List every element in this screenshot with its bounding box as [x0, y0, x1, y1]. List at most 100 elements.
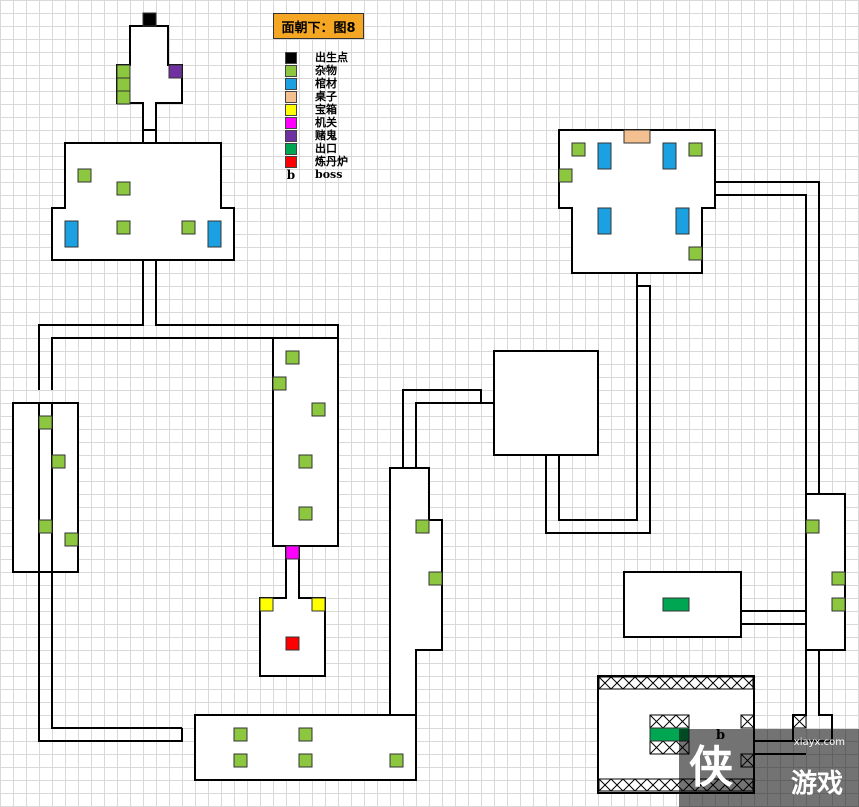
legend-swatch-spawn [285, 51, 297, 64]
barrier-cross [622, 676, 636, 690]
barrier-cross [682, 676, 696, 690]
marker-misc [558, 168, 573, 183]
barrier-cross [598, 778, 612, 792]
legend-item-spawn: 出生点 [285, 51, 348, 64]
marker-misc [428, 571, 443, 586]
barrier-cross [634, 676, 648, 690]
barrier-cross [694, 676, 708, 690]
bottom-hall-room [194, 714, 417, 781]
marker-misc [64, 532, 79, 547]
legend-swatch-switch [285, 116, 297, 129]
marker-misc [389, 753, 404, 768]
marker-misc [116, 220, 131, 235]
marker-furnace [285, 636, 300, 651]
legend-label-chest: 宝箱 [315, 103, 337, 116]
legend-label-boss: boss [315, 168, 343, 181]
barrier-cross [662, 740, 677, 755]
marker-misc [285, 350, 300, 365]
marker-misc [805, 519, 820, 534]
barrier-cross [649, 714, 664, 729]
barrier-cross [634, 778, 648, 792]
marker-misc [571, 142, 586, 157]
barrier-cross [658, 676, 672, 690]
barrier-cross [792, 714, 807, 729]
legend-label-spawn: 出生点 [315, 51, 348, 64]
legend-item-boss: b boss [285, 168, 348, 181]
barrier-cross [662, 714, 677, 729]
legend-swatch-table [285, 90, 297, 103]
marker-misc [298, 506, 313, 521]
marker-exit [662, 597, 690, 612]
barrier-cross [622, 778, 636, 792]
legend-swatch-chest [285, 103, 297, 116]
marker-misc [831, 597, 846, 612]
barrier-cross [742, 676, 756, 690]
marker-misc [298, 753, 313, 768]
legend-swatch-coffin [285, 77, 297, 90]
legend-item-switch: 机关 [285, 116, 348, 129]
marker-misc [233, 727, 248, 742]
watermark: xiayx.com 侠 游戏 [679, 729, 859, 807]
marker-coffin [597, 142, 612, 170]
watermark-brand: 游戏 [790, 769, 843, 799]
marker-table [623, 129, 651, 144]
marker-coffin [675, 207, 690, 235]
legend-item-coffin: 棺材 [285, 77, 348, 90]
legend-label-ghost: 赌鬼 [315, 129, 337, 142]
legend-swatch-exit [285, 142, 297, 155]
barrier-cross [610, 778, 624, 792]
marker-misc [181, 220, 196, 235]
marker-misc [38, 415, 53, 430]
legend-swatch-ghost [285, 129, 297, 142]
barrier-cross [730, 676, 744, 690]
legend: 出生点杂物棺材桌子宝箱机关赌鬼出口炼丹炉 b boss [285, 51, 348, 181]
marker-misc [77, 168, 92, 183]
marker-switch [285, 545, 300, 560]
marker-chest [259, 597, 274, 612]
legend-label-coffin: 棺材 [315, 77, 337, 90]
legend-label-exit: 出口 [315, 142, 337, 155]
barrier-cross [706, 676, 720, 690]
upper-left-room [51, 142, 235, 261]
marker-chest [311, 597, 326, 612]
watermark-mark: 侠 [689, 742, 733, 793]
legend-swatch-boss: b [286, 167, 296, 182]
marker-misc [688, 246, 703, 261]
barrier-cross [646, 676, 660, 690]
barrier-cross [670, 676, 684, 690]
marker-misc [116, 90, 131, 105]
watermark-site: xiayx.com [793, 737, 845, 748]
right-vertical-room [389, 467, 443, 716]
map-markers [38, 12, 846, 768]
marker-coffin [662, 142, 677, 170]
barrier-cross [598, 676, 612, 690]
marker-coffin [597, 207, 612, 235]
legend-item-chest: 宝箱 [285, 103, 348, 116]
marker-misc [831, 571, 846, 586]
marker-misc [415, 519, 430, 534]
marker-misc [233, 753, 248, 768]
marker-misc [51, 454, 66, 469]
barrier-cross [610, 676, 624, 690]
legend-label-misc: 杂物 [315, 64, 337, 77]
legend-item-furnace: 炼丹炉 [285, 155, 348, 168]
legend-item-table: 桌子 [285, 90, 348, 103]
middle-room [493, 350, 599, 456]
marker-coffin [64, 220, 79, 248]
legend-item-ghost: 赌鬼 [285, 129, 348, 142]
barrier-cross [675, 714, 690, 729]
legend-label-switch: 机关 [315, 116, 337, 129]
barrier-cross [718, 676, 732, 690]
legend-swatch-furnace [285, 155, 297, 168]
barrier-cross [646, 778, 660, 792]
legend-label-furnace: 炼丹炉 [315, 155, 348, 168]
marker-misc [116, 181, 131, 196]
marker-misc [298, 727, 313, 742]
marker-misc [116, 77, 131, 92]
marker-misc [311, 402, 326, 417]
legend-item-exit: 出口 [285, 142, 348, 155]
marker-misc [38, 519, 53, 534]
marker-misc [272, 376, 287, 391]
